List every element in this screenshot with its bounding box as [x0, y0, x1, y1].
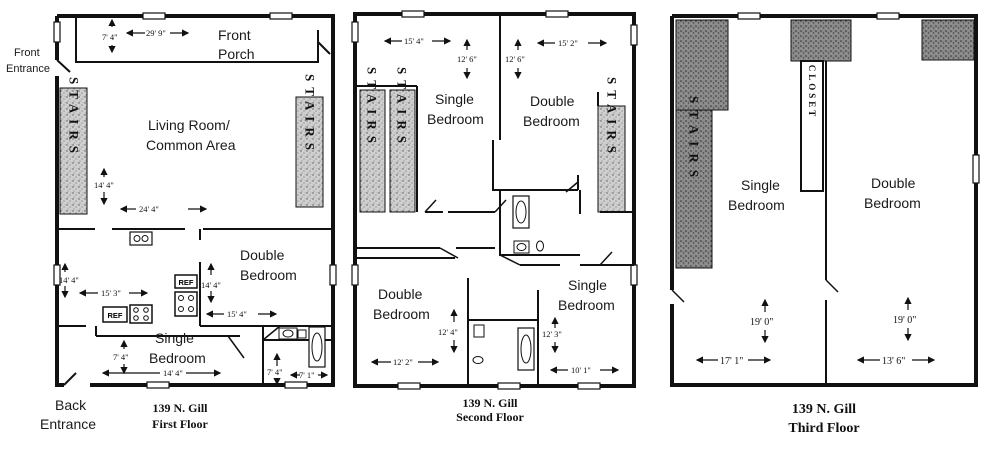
- third-floor-closet: [800, 60, 824, 192]
- third-floor-double-label-2: Bedroom: [864, 195, 921, 211]
- second-floor-toilet-upper: [536, 240, 544, 252]
- third-floor-dim-single-width: 17' 1": [720, 356, 743, 367]
- second-floor-dim-bl-depth: 12' 4": [438, 327, 458, 337]
- back-entrance-label-2: Entrance: [40, 416, 96, 432]
- second-floor-dim-bl-width: 12' 2": [393, 357, 413, 367]
- first-floor-dim-kitchen-width: 15' 3": [101, 288, 121, 298]
- first-floor-dim-double-width: 15' 4": [227, 309, 247, 319]
- second-floor-single-b-label-2: Bedroom: [558, 297, 615, 313]
- first-floor-single-label-2: Bedroom: [149, 350, 206, 366]
- front-entrance-label-2: Entrance: [6, 63, 50, 75]
- first-floor-fridge-lower: [102, 306, 128, 323]
- first-floor-living-label-1: Living Room/: [148, 117, 230, 133]
- first-floor-stairs-left: [59, 87, 88, 215]
- third-floor-chimney-left: [675, 19, 729, 111]
- second-floor-stairs-1-label: STAIRS: [365, 67, 380, 149]
- first-floor-stairs-right: [295, 96, 324, 208]
- first-floor-dim-bath-depth: 7' 4": [267, 367, 283, 377]
- first-floor-fridge-upper: [174, 274, 198, 289]
- second-floor-dim-tl-depth: 12' 6": [457, 54, 477, 64]
- third-floor-stairs-label: STAIRS: [687, 96, 702, 184]
- first-floor-fridge-upper-label: REF: [179, 278, 194, 287]
- second-floor-stairs-2: [389, 89, 416, 213]
- first-floor-front-porch-label-1: Front: [218, 27, 251, 43]
- second-floor-double-a-label-1: Double: [530, 93, 575, 109]
- second-floor-sink-upper: [513, 240, 530, 254]
- second-floor-caption-address: 139 N. Gill: [462, 396, 518, 410]
- second-floor-dim-br-width: 10' 1": [571, 365, 591, 375]
- third-floor-plan: STAIRS CLOSET Single Bedroom Double Bedr…: [670, 12, 980, 436]
- first-floor-double-label-1: Double: [240, 247, 285, 263]
- third-floor-dim-double-depth: 19' 0": [893, 315, 916, 326]
- first-floor-caption-address: 139 N. Gill: [152, 401, 208, 415]
- second-floor-dim-br-depth: 12' 3": [542, 329, 562, 339]
- second-floor-caption-floor: Second Floor: [456, 410, 524, 424]
- first-floor-stove: [129, 231, 153, 246]
- third-floor-single-label-1: Single: [741, 177, 780, 193]
- third-floor-chimney-mid: [790, 19, 852, 62]
- second-floor-dim-tl-width: 15' 4": [404, 36, 424, 46]
- second-floor-stairs-2-label: STAIRS: [395, 67, 410, 149]
- second-floor-dim-tr-width: 15' 2": [558, 38, 578, 48]
- third-floor-caption-address: 139 N. Gill: [792, 402, 856, 417]
- third-floor-double-label-1: Double: [871, 175, 916, 191]
- first-floor-dim-double-depth: 14' 4": [201, 280, 221, 290]
- first-floor-front-porch-label-2: Porch: [218, 46, 255, 62]
- third-floor-closet-label: CLOSET: [807, 65, 817, 120]
- first-floor-dim-single-width: 14' 4": [163, 368, 183, 378]
- second-floor-bathtub-lower: [517, 327, 535, 371]
- third-floor-dimension-arrows: [695, 296, 936, 364]
- third-floor-stairs: [675, 109, 713, 269]
- second-floor-bathtub-upper: [512, 195, 530, 229]
- third-floor-caption-floor: Third Floor: [788, 421, 859, 436]
- first-floor-dimension-arrows: [61, 18, 329, 386]
- first-floor-bath-sink: [278, 327, 298, 340]
- third-floor-dim-single-depth: 19' 0": [750, 317, 773, 328]
- second-floor-double-b-label-1: Double: [378, 286, 423, 302]
- first-floor-fridge-lower-label: REF: [108, 311, 123, 320]
- third-floor-chimney-right: [921, 19, 975, 61]
- first-floor-stairs-left-label: STAIRS: [67, 77, 82, 159]
- back-entrance-label-1: Back: [55, 397, 87, 413]
- third-floor-single-label-2: Bedroom: [728, 197, 785, 213]
- first-floor-living-label-2: Common Area: [146, 137, 236, 153]
- second-floor-double-b-label-2: Bedroom: [373, 306, 430, 322]
- first-floor-single-label-1: Single: [155, 330, 194, 346]
- first-floor-range-upper: [174, 291, 198, 317]
- first-floor-plan: STAIRS STAIRS REF REF Front P: [6, 12, 337, 432]
- first-floor-dim-single-depth: 7' 4": [113, 352, 129, 362]
- first-floor-dim-living-width: 24' 4": [139, 204, 159, 214]
- first-floor-dim-kitchen-depth: 14' 4": [59, 275, 79, 285]
- second-floor-stairs-3-label: STAIRS: [605, 77, 620, 159]
- first-floor-stairs-right-label: STAIRS: [303, 74, 318, 156]
- third-floor-dim-double-width: 13' 6": [882, 356, 905, 367]
- front-entrance-label-1: Front: [14, 47, 40, 59]
- second-floor-dimension-arrows: [370, 37, 620, 374]
- second-floor-plan: STAIRS STAIRS STAIRS Single Bedroom Doub…: [351, 10, 638, 424]
- second-floor-dim-tr-depth: 12' 6": [505, 54, 525, 64]
- first-floor-dim-porch-width: 29' 9": [146, 28, 166, 38]
- second-floor-single-a-label-1: Single: [435, 91, 474, 107]
- second-floor-stairs-1: [359, 89, 386, 213]
- first-floor-double-label-2: Bedroom: [240, 267, 297, 283]
- second-floor-stairs-3: [597, 105, 626, 213]
- first-floor-range-lower: [129, 304, 153, 324]
- first-floor-dim-porch-depth: 7' 4": [102, 32, 118, 42]
- second-floor-double-a-label-2: Bedroom: [523, 113, 580, 129]
- first-floor-dim-living-depth: 14' 4": [94, 180, 114, 190]
- first-floor-caption-floor: First Floor: [152, 417, 208, 431]
- second-floor-single-b-label-1: Single: [568, 277, 607, 293]
- first-floor-dim-bath-width: 7' 1": [299, 370, 315, 380]
- second-floor-toilet-lower: [472, 356, 484, 364]
- second-floor-single-a-label-2: Bedroom: [427, 111, 484, 127]
